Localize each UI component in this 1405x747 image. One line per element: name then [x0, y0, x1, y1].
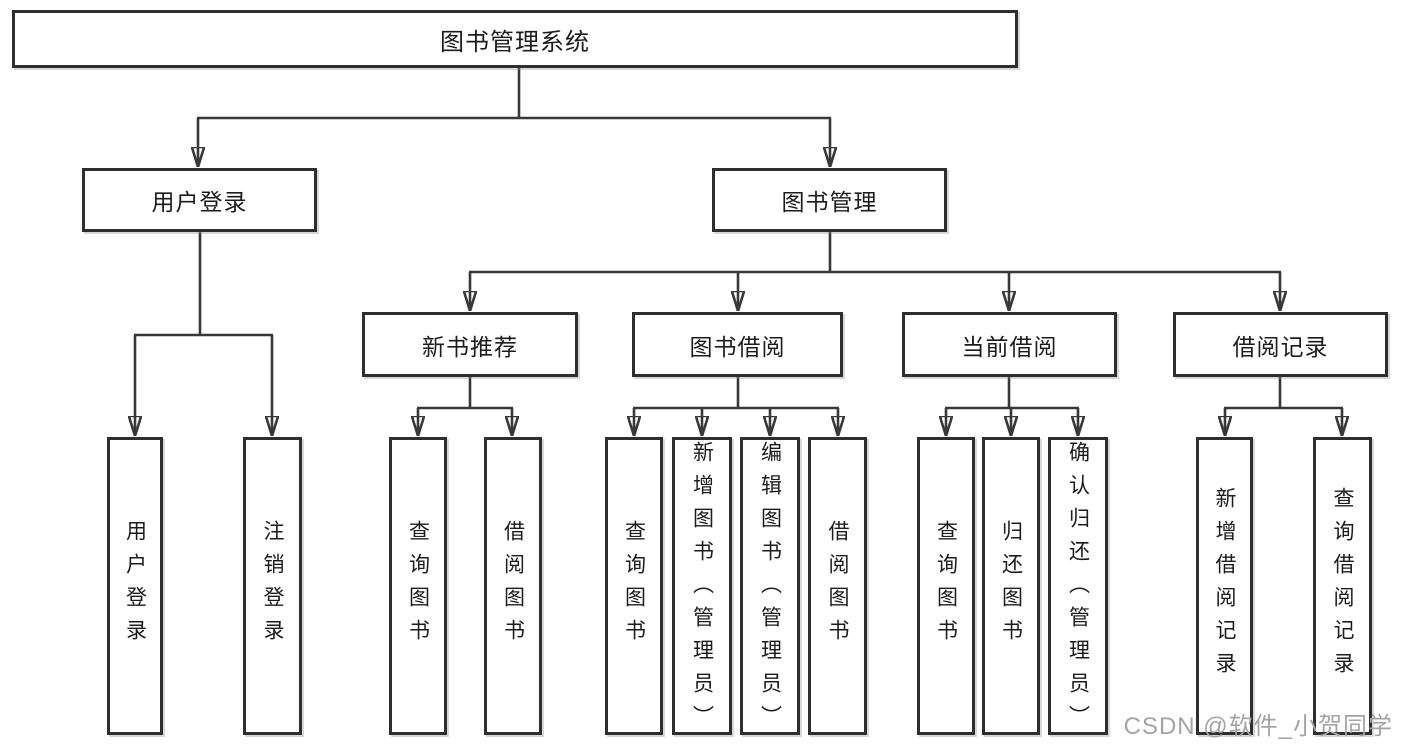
leaf-borrow-books-1: 借阅图书 [484, 437, 542, 735]
leaf-label: 查询图书 [622, 520, 646, 652]
leaf-add-borrow-record: 新增借阅记录 [1196, 437, 1253, 735]
leaf-label: 编辑图书（管理员） [758, 441, 782, 738]
leaf-borrow-books-2: 借阅图书 [808, 437, 867, 735]
leaf-label: 查询图书 [934, 520, 958, 652]
leaf-label: 查询借阅记录 [1331, 487, 1354, 685]
node-label: 图书借阅 [689, 333, 786, 360]
node-new-book-recommend: 新书推荐 [362, 312, 578, 377]
leaf-label: 借阅图书 [826, 520, 849, 652]
node-current-borrow: 当前借阅 [902, 312, 1117, 377]
node-label: 当前借阅 [961, 333, 1058, 360]
leaf-return-book: 归还图书 [982, 437, 1040, 735]
leaf-query-books-2: 查询图书 [605, 437, 663, 735]
leaf-label: 用户登录 [123, 520, 147, 652]
leaf-label: 新增借阅记录 [1213, 487, 1236, 685]
node-label: 用户登录 [151, 189, 248, 215]
leaf-logout: 注销登录 [243, 437, 302, 735]
node-library-system: 图书管理系统 [12, 10, 1018, 68]
leaf-label: 确认归还（管理员） [1066, 441, 1090, 738]
leaf-label: 新增图书（管理员） [690, 441, 714, 738]
leaf-confirm-return-admin: 确认归还（管理员） [1048, 437, 1108, 738]
leaf-query-books-3: 查询图书 [917, 437, 975, 735]
leaf-label: 借阅图书 [501, 520, 525, 652]
leaf-label: 注销登录 [261, 520, 284, 652]
leaf-query-borrow-record: 查询借阅记录 [1313, 437, 1372, 735]
node-borrow-records: 借阅记录 [1173, 312, 1388, 377]
node-label: 图书管理 [781, 189, 878, 215]
leaf-add-book-admin: 新增图书（管理员） [672, 437, 732, 738]
node-user-login: 用户登录 [82, 168, 317, 232]
node-label: 新书推荐 [422, 333, 518, 360]
leaf-label: 查询图书 [406, 520, 430, 652]
leaf-user-login: 用户登录 [107, 437, 163, 735]
leaf-label: 归还图书 [999, 520, 1023, 652]
csdn-watermark: CSDN @软件_小贺同学 [1123, 713, 1393, 740]
leaf-edit-book-admin: 编辑图书（管理员） [740, 437, 800, 738]
node-book-borrow: 图书借阅 [632, 312, 843, 377]
node-book-management: 图书管理 [712, 168, 947, 232]
node-label: 图书管理系统 [440, 28, 590, 56]
node-label: 借阅记录 [1232, 333, 1329, 360]
leaf-query-books-1: 查询图书 [389, 437, 447, 735]
